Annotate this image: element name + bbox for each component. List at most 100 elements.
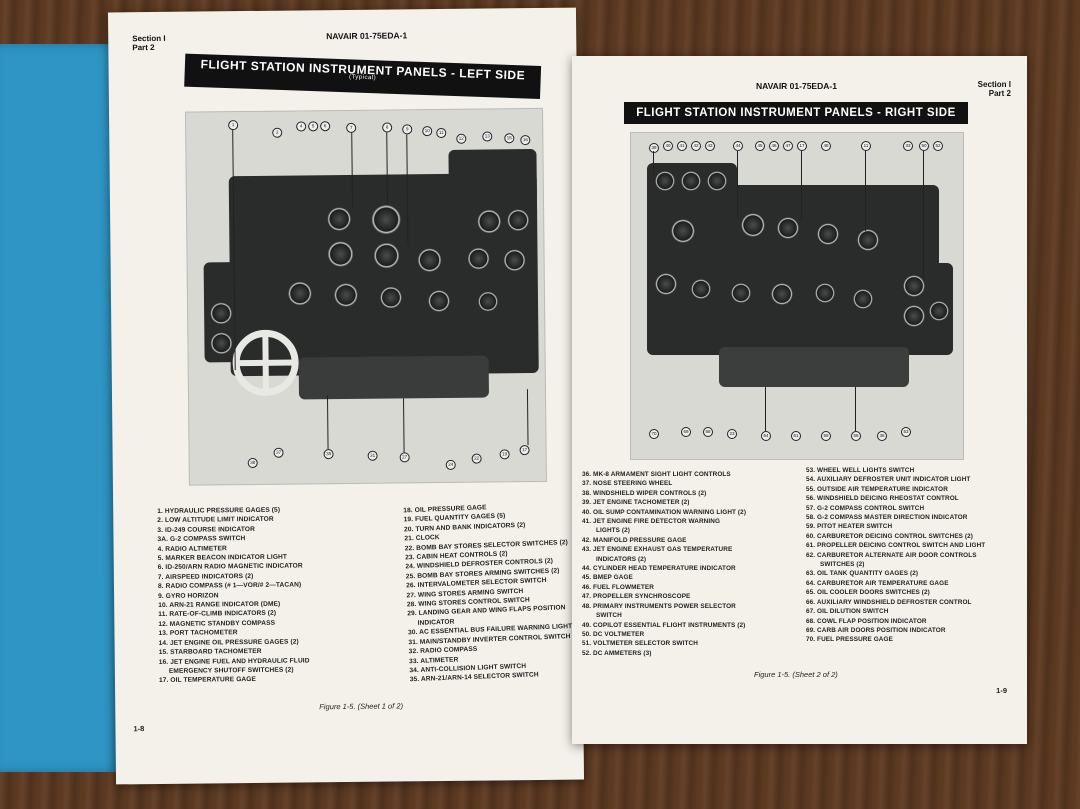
callout: 11 (436, 127, 447, 139)
legend-item: 48. PRIMARY INSTRUMENTS POWER SELECTOR (582, 602, 736, 610)
airspeed-gauge (327, 206, 352, 232)
legend-item: 67. OIL DILUTION SWITCH (806, 608, 889, 616)
legend-item: 63. OIL TANK QUANTITY GAGES (2) (806, 570, 919, 578)
legend-item: 52. DC AMMETERS (3) (582, 649, 652, 657)
legend-item: 8. RADIO COMPASS (# 1—VOR/# 2—TACAN) (157, 581, 302, 591)
legend-item: 57. G-2 COMPASS CONTROL SWITCH (806, 504, 925, 512)
callout: 44 (733, 141, 743, 151)
legend-item: 61. PROPELLER DEICING CONTROL SWITCH AND… (806, 542, 986, 550)
callout: 64 (761, 431, 771, 441)
left-legend-col2: 18. OIL PRESSURE GAGE 19. FUEL QUANTITY … (403, 500, 574, 685)
callout: 68 (703, 427, 713, 437)
callout: 12 (456, 133, 467, 144)
legend-item: 44. CYLINDER HEAD TEMPERATURE INDICATOR (582, 565, 736, 573)
legend-item: INDICATORS (2) (596, 555, 647, 563)
left-title-banner: FLIGHT STATION INSTRUMENT PANELS - LEFT … (184, 53, 542, 100)
callout: 17 (519, 445, 530, 456)
left-figure-caption: Figure 1-5. (Sheet 1 of 2) (319, 701, 404, 712)
callout: 5 (308, 121, 319, 132)
leader-line (351, 132, 354, 209)
legend-item: 62. CARBURETOR ALTERNATE AIR DOOR CONTRO… (806, 551, 977, 559)
leader-line (865, 151, 866, 231)
gauge (853, 289, 873, 309)
gauge (681, 171, 701, 191)
leader-line (326, 395, 329, 450)
gauge (333, 282, 359, 308)
hydraulic-gauge (210, 302, 233, 325)
legend-item: 65. OIL COOLER DOORS SWITCHES (2) (806, 589, 930, 597)
leader-line (765, 387, 766, 431)
right-legend-col1: 36. MK-8 ARMAMENT SIGHT LIGHT CONTROLS 3… (582, 470, 746, 658)
left-doc-id: NAVAIR 01-75EDA-1 (326, 30, 408, 42)
callout: 45 (755, 141, 765, 151)
left-instrument-panel-photo: 1 2 4 5 6 7 8 9 10 11 12 13 15 16 17 19 … (185, 107, 547, 486)
callout: 41 (677, 141, 687, 151)
callout: 48 (821, 141, 831, 151)
legend-item: 66. AUXILIARY WINDSHIELD DEFROSTER CONTR… (806, 598, 972, 606)
gauge (671, 219, 695, 243)
callout: 40 (663, 141, 673, 151)
gauge (707, 171, 727, 191)
gauge (655, 171, 675, 191)
legend-item: 39. JET ENGINE TACHOMETER (2) (582, 499, 690, 507)
gauge (427, 289, 451, 313)
left-section-label: Section I Part 2 (132, 34, 166, 52)
right-page: NAVAIR 01-75EDA-1 Section I Part 2 FLIGH… (572, 56, 1027, 744)
gauge (467, 247, 490, 270)
right-lower-console (719, 347, 909, 387)
callout: 16 (520, 135, 531, 146)
gauge (857, 229, 879, 251)
leader-line (855, 387, 856, 431)
callout: 35 (323, 449, 334, 460)
left-lower-console (298, 355, 490, 400)
legend-item: 41. JET ENGINE FIRE DETECTOR WARNING (582, 518, 721, 526)
gauge (373, 242, 400, 269)
yoke-spoke (236, 359, 295, 367)
callout: 47 (783, 141, 793, 151)
callout: 9 (402, 124, 413, 135)
legend-item: 40. OIL SUMP CONTAMINATION WARNING LIGHT… (582, 508, 747, 516)
callout: 6 (320, 121, 331, 132)
tachometer-gauge (477, 209, 502, 234)
callout: 46 (769, 141, 779, 151)
gauge (507, 209, 530, 232)
legend-item: 56. WINDSHIELD DEICING RHEOSTAT CONTROL (806, 495, 959, 503)
legend-item: 64. CARBURETOR AIR TEMPERATURE GAGE (806, 579, 949, 587)
gauge (477, 291, 499, 312)
gauge (731, 283, 751, 303)
legend-item: 59. PITOT HEATER SWITCH (806, 523, 893, 531)
leader-line (801, 151, 802, 221)
callout: 37 (273, 447, 284, 458)
legend-item: 50. DC VOLTMETER (582, 630, 645, 638)
gauge (655, 273, 677, 295)
callout: 56 (851, 431, 861, 441)
gauge (929, 301, 949, 321)
callout: 69 (681, 427, 691, 437)
legend-item: 17. OIL TEMPERATURE GAGE (158, 676, 257, 685)
gauge (503, 249, 526, 272)
callout: 39 (649, 143, 659, 153)
legend-item: 42. MANIFOLD PRESSURE GAGE (582, 536, 687, 544)
leader-line (923, 151, 924, 279)
callout: 8 (382, 122, 393, 133)
legend-item: 36. MK-8 ARMAMENT SIGHT LIGHT CONTROLS (582, 471, 731, 478)
callout: 61 (791, 431, 801, 441)
callout: 36 (877, 431, 887, 441)
legend-item: 51. VOLTMETER SELECTOR SWITCH (582, 640, 698, 648)
gauge (741, 213, 765, 237)
gauge (777, 217, 799, 239)
callout: 13 (482, 131, 493, 142)
gauge (815, 283, 835, 303)
callout: 43 (705, 141, 715, 151)
callout: 4 (296, 121, 307, 132)
gauge (417, 247, 442, 273)
right-legend-col2: 53. WHEEL WELL LIGHTS SWITCH 54. AUXILIA… (806, 466, 985, 645)
legend-item: 54. AUXILIARY DEFROSTER UNIT INDICATOR L… (806, 476, 971, 484)
callout: 17 (797, 141, 807, 151)
left-legend-col1: 1. HYDRAULIC PRESSURE GAGES (5) 2. LOW A… (157, 505, 310, 685)
right-title-banner: FLIGHT STATION INSTRUMENT PANELS - RIGHT… (624, 102, 968, 124)
right-figure-caption: Figure 1-5. (Sheet 2 of 2) (754, 670, 838, 679)
legend-item: 47. PROPELLER SYNCHROSCOPE (582, 593, 691, 601)
gauge (817, 223, 839, 245)
leader-line (526, 389, 529, 446)
